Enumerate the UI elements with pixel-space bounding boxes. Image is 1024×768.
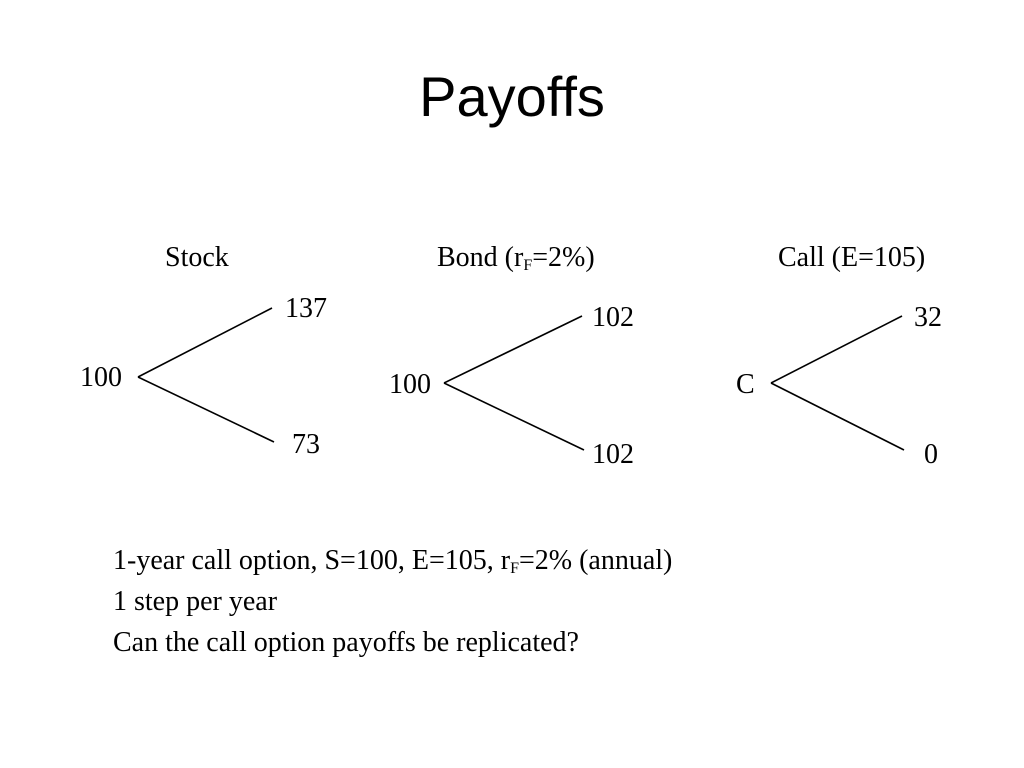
call-start-value: C <box>736 369 755 400</box>
slide-title: Payoffs <box>419 65 605 128</box>
note-line-2: 1 step per year <box>113 586 278 617</box>
bond-heading: Bond (rF=2%) <box>437 242 595 274</box>
call-up-branch <box>770 315 903 384</box>
note-line-3: Can the call option payoffs be replicate… <box>113 627 579 658</box>
call-down-branch <box>770 382 905 451</box>
bond-heading-prefix: Bond (r <box>437 242 524 273</box>
stock-down-value: 73 <box>292 429 320 460</box>
bond-down-value: 102 <box>592 439 634 470</box>
stock-heading: Stock <box>165 242 229 273</box>
note-line-1-prefix: 1-year call option, S=100, E=105, r <box>113 545 511 576</box>
bond-down-branch <box>443 382 585 451</box>
note-line-1-subscript: F <box>510 560 519 577</box>
bond-up-value: 102 <box>592 302 634 333</box>
stock-up-value: 137 <box>285 293 327 324</box>
stock-up-branch <box>137 307 273 378</box>
call-heading: Call (E=105) <box>778 242 926 273</box>
bond-heading-suffix: =2%) <box>532 242 595 273</box>
note-line-1-suffix: =2% (annual) <box>518 545 673 576</box>
bond-start-value: 100 <box>389 369 431 400</box>
call-down-value: 0 <box>924 439 938 470</box>
stock-down-branch <box>137 376 275 443</box>
bond-heading-subscript: F <box>523 257 533 274</box>
note-line-1: 1-year call option, S=100, E=105, rF=2% … <box>113 540 672 581</box>
bond-up-branch <box>443 315 583 384</box>
call-up-value: 32 <box>914 302 942 333</box>
stock-start-value: 100 <box>80 362 122 393</box>
notes: 1-year call option, S=100, E=105, rF=2% … <box>113 540 672 663</box>
